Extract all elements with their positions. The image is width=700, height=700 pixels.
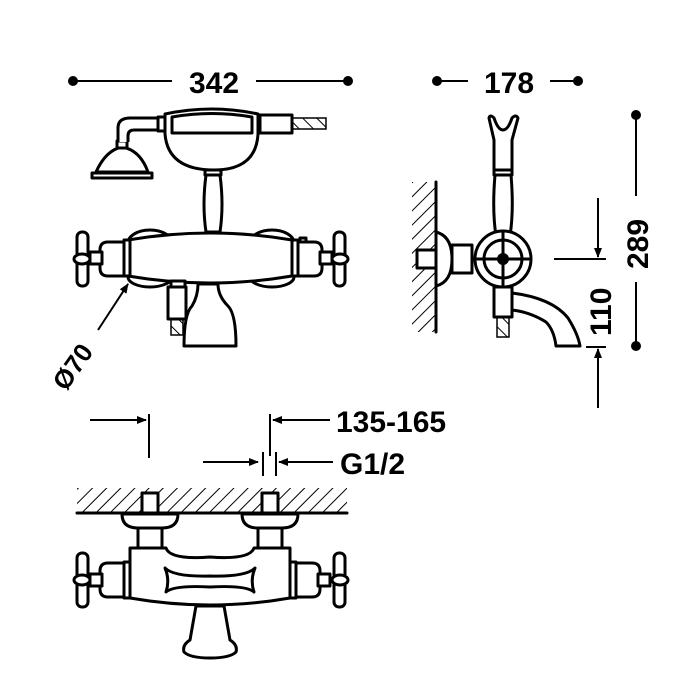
depth-label: 178 — [484, 67, 534, 100]
diameter-label: Ø70 — [46, 338, 99, 395]
dimension-centres: 135-165 — [90, 406, 446, 458]
dimension-overall-width: 342 — [68, 67, 353, 100]
dimension-depth: 178 — [432, 67, 583, 100]
dimension-overall-height: 289 — [622, 110, 655, 351]
spout-height-label: 110 — [585, 288, 618, 336]
width-label: 342 — [189, 67, 239, 100]
wall-top — [75, 488, 349, 515]
mixer-side-view — [415, 114, 582, 348]
height-label: 289 — [622, 219, 655, 269]
dimension-thread: G1/2 — [203, 448, 405, 481]
mixer-top-view — [72, 491, 350, 660]
dimension-body-diameter: Ø70 — [46, 283, 129, 395]
mixer-body-front — [72, 228, 350, 348]
hand-shower — [90, 107, 327, 234]
thread-label: G1/2 — [340, 448, 405, 481]
centres-label: 135-165 — [336, 406, 446, 439]
dimension-spout-height: 110 — [554, 198, 618, 408]
